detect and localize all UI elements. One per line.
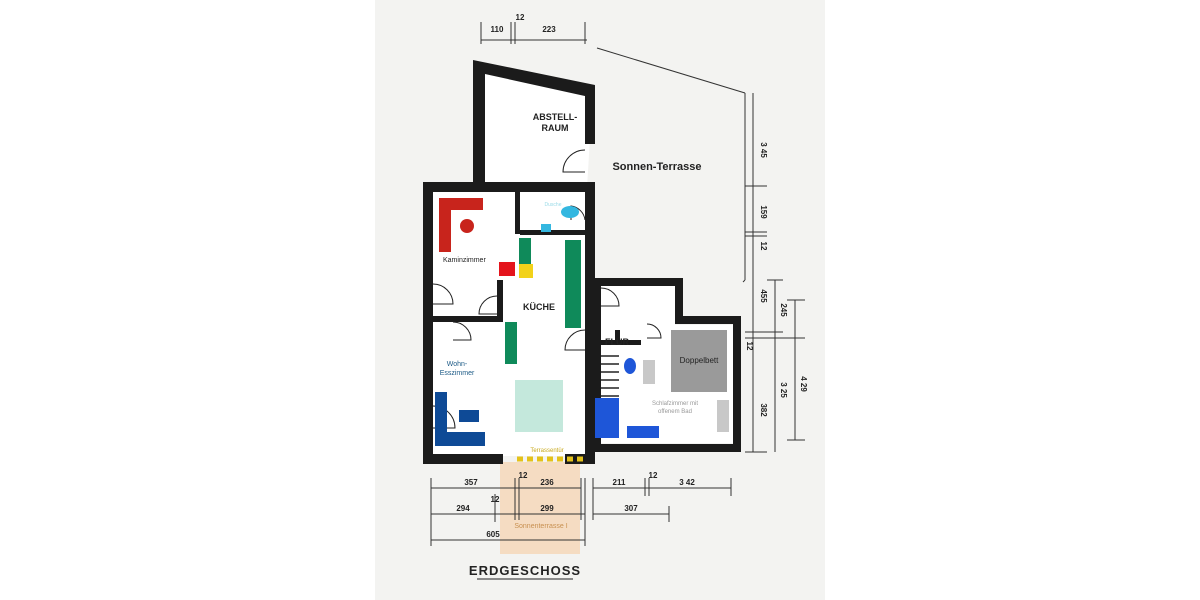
dim-bottom-12a: 12 (519, 471, 528, 480)
bed-nightstand (643, 360, 655, 384)
doppelbett-label: Doppelbett (680, 356, 719, 365)
floor-plan: ABSTELL- RAUM Sonnen-Terrasse Kaminzimme… (423, 13, 808, 580)
sonnenterrasse-i-area (500, 462, 580, 554)
wohn-esszimmer-label-2: Esszimmer (440, 370, 475, 377)
kitchen-yellow-unit (519, 264, 533, 278)
shower (595, 398, 619, 438)
dim-bottom-211: 211 (613, 478, 626, 487)
dim-bottom-294: 294 (456, 504, 470, 513)
kueche-label: KÜCHE (523, 302, 555, 312)
wohn-esszimmer-label: Wohn- (447, 361, 468, 368)
door-swings (432, 149, 662, 429)
floor-plan-sheet: ABSTELL- RAUM Sonnen-Terrasse Kaminzimme… (375, 0, 825, 600)
bath-vanity (627, 426, 659, 438)
dim-bottom-605: 605 (486, 530, 500, 539)
dim-bottom-357: 357 (464, 478, 478, 487)
dim-right-12b: 12 (745, 342, 754, 351)
kitchen-counter-lower (505, 322, 517, 364)
dim-right-159: 159 (759, 205, 768, 219)
dim-top-223: 223 (542, 25, 556, 34)
flur-label: FLUR (605, 337, 629, 347)
toilet (624, 358, 636, 374)
dim-right-325: 3 25 (779, 382, 788, 398)
schlafzimmer-label: Schlafzimmer mit (652, 401, 698, 407)
room-labels: ABSTELL- RAUM Sonnen-Terrasse Kaminzimme… (440, 112, 719, 530)
schlafzimmer-label-2: offenem Bad (658, 409, 692, 415)
bath-tray (541, 224, 551, 232)
dimension-labels: 110 12 223 3 45 159 12 455 245 12 3 25 3… (456, 13, 808, 539)
dim-right-455: 455 (759, 289, 768, 303)
kitchen-counter-right (565, 240, 581, 328)
fireplace (460, 219, 474, 233)
dim-bottom-299: 299 (540, 504, 554, 513)
dim-top-12: 12 (516, 13, 525, 22)
dim-right-12a: 12 (759, 242, 768, 251)
abstellraum-label: ABSTELL- (533, 112, 578, 122)
dim-bottom-12c: 12 (491, 495, 500, 504)
stove (499, 262, 515, 276)
kaminzimmer-label: Kaminzimmer (443, 257, 486, 264)
wardrobe (717, 400, 729, 432)
dimension-lines (430, 22, 805, 546)
dim-bottom-236: 236 (540, 478, 554, 487)
dim-bottom-342: 3 42 (679, 478, 695, 487)
stairs (601, 355, 619, 397)
fireplace-sofa (439, 198, 483, 252)
sonnenterrasse-i-label: Sonnenterrasse I (514, 523, 567, 530)
terrassentuer-label: Terrassentür (530, 448, 563, 454)
dim-right-345: 3 45 (759, 142, 768, 158)
sonnen-terrasse-label: Sonnen-Terrasse (612, 161, 701, 173)
living-sofa (435, 392, 485, 446)
dining-table (515, 380, 563, 432)
bath-sink (561, 206, 579, 218)
dim-top-110: 110 (491, 25, 504, 34)
abstellraum-label-2: RAUM (542, 123, 569, 133)
dim-right-245: 245 (779, 303, 788, 317)
dim-right-429: 4 29 (799, 376, 808, 392)
double-bed (671, 330, 727, 392)
walls (423, 60, 741, 464)
dusche-label: Dusche (545, 202, 562, 208)
living-ottoman (459, 410, 479, 422)
furniture (435, 198, 729, 446)
dim-right-382: 382 (759, 403, 768, 417)
plan-title: ERDGESCHOSS (469, 563, 581, 578)
dim-bottom-307: 307 (624, 504, 638, 513)
dim-bottom-12b: 12 (649, 471, 658, 480)
